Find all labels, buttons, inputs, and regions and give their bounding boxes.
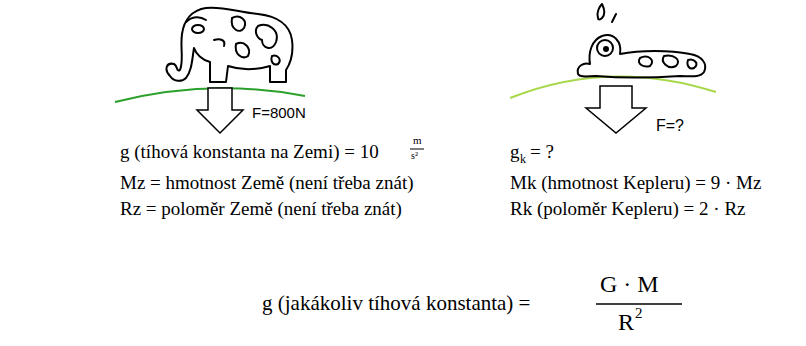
given-note: Mz = hmotnost Země (není třeba znát)	[120, 172, 414, 195]
given-note: Rk (poloměr Kepleru) = 2 · Rz	[510, 198, 746, 221]
force-label: F=?	[656, 116, 684, 135]
creature-outline	[167, 8, 293, 82]
force-label: F=800N	[252, 104, 306, 122]
creature-mouth	[214, 39, 224, 46]
creature-spot	[271, 56, 279, 65]
creature-eye	[597, 40, 613, 56]
fraction-bar	[410, 149, 424, 150]
force-arrow	[586, 86, 646, 133]
sweat-drop	[612, 14, 616, 22]
force-arrow	[197, 88, 243, 133]
unit-numerator: m	[413, 134, 422, 147]
superscript: 2	[635, 304, 643, 322]
unknown-value: = ?	[530, 141, 554, 164]
creature-brow	[186, 17, 206, 22]
creature-spot	[663, 56, 678, 67]
given-note: Mk (hmotnost Kepleru) = 9 · Mz	[510, 172, 761, 195]
formula-denominator: R	[618, 308, 634, 337]
subscript: k	[520, 152, 526, 166]
creature-pupil	[604, 47, 608, 51]
sweat-drop	[597, 4, 604, 20]
fraction-bar	[596, 303, 682, 305]
creature-spot	[232, 17, 245, 31]
given-note: Rz = poloměr Země (není třeba znát)	[120, 198, 402, 221]
formula-text: g (jakákoliv tíhová konstanta) =	[262, 291, 530, 316]
creature-spot	[687, 60, 696, 69]
creature-spot	[256, 25, 277, 48]
creature-spot	[639, 57, 652, 67]
standing-creature	[167, 8, 293, 82]
creature-eye	[192, 25, 204, 33]
formula-numerator: G · M	[600, 270, 659, 299]
unit-denominator: s²	[411, 150, 418, 162]
creature-spot	[236, 43, 249, 57]
creature-outline	[578, 35, 706, 77]
flattened-creature	[578, 4, 706, 78]
unknown-symbol: g	[510, 141, 520, 164]
given-value: g (tíhová konstanta na Zemi) = 10	[120, 141, 379, 164]
